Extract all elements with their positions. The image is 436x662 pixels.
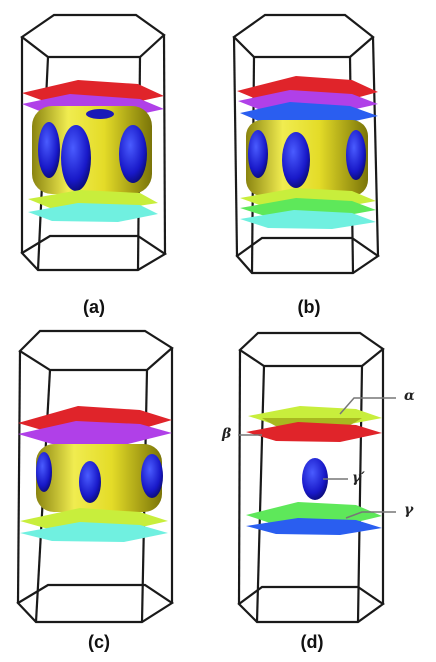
blue-pocket-c-1 <box>36 452 52 492</box>
blue-pocket-c-2 <box>79 461 101 503</box>
panel-label-c: (c) <box>88 632 110 652</box>
panel-label-a: (a) <box>83 297 105 317</box>
annotation-gamma: γ <box>404 502 414 518</box>
violet-sheet-c <box>18 421 172 445</box>
blue-pocket-a-1 <box>38 122 60 178</box>
blue-sheet-d <box>246 518 382 535</box>
blue-pocket-a-2 <box>61 125 91 191</box>
blue-pocket-c-3 <box>141 454 163 498</box>
annotation-leaders-d <box>238 397 396 519</box>
annotation-beta: β <box>222 426 232 442</box>
panel-c <box>16 329 175 624</box>
cyan-sheet-a <box>28 203 158 222</box>
blue-pocket-d <box>302 458 328 500</box>
cyan-sheet-b <box>240 210 376 229</box>
panel-d <box>237 331 396 624</box>
annotation-gamma-prime: γ′ <box>352 470 365 486</box>
blue-pocket-a-top <box>86 109 114 119</box>
blue-pocket-b-2 <box>282 132 310 188</box>
lime-sheet-a <box>28 190 158 209</box>
red-sheet-d <box>246 422 382 442</box>
yellow-tube-a <box>32 106 152 194</box>
blue-pocket-a-3 <box>119 125 147 183</box>
annotation-alpha: α <box>404 388 415 404</box>
blue-pocket-b-3 <box>346 130 366 180</box>
blue-pocket-b-1 <box>248 130 268 178</box>
panel-label-b: (b) <box>297 297 321 317</box>
panel-b <box>232 13 380 275</box>
panel-label-d: (d) <box>300 632 324 652</box>
panel-a <box>20 13 168 272</box>
brillouin-zone-frame-d <box>237 331 385 624</box>
cyan-sheet-c <box>20 522 168 542</box>
